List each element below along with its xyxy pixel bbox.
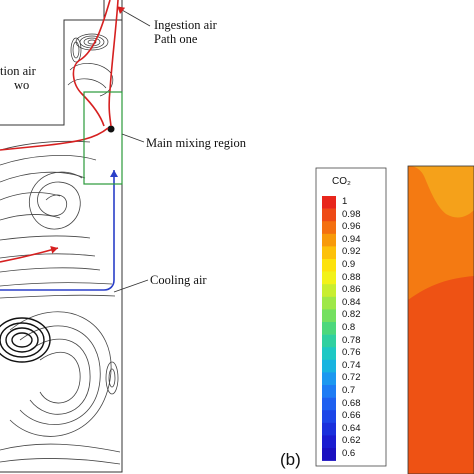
legend-tick-label: 0.66 [342, 410, 361, 422]
legend-tick-label: 0.68 [342, 397, 361, 409]
legend-tick-label: 0.82 [342, 309, 361, 321]
contour-frame [407, 165, 474, 474]
legend-tick-label: 0.98 [342, 208, 361, 220]
legend-tick-label: 0.7 [342, 385, 356, 396]
legend-tick-label: 0.86 [342, 284, 361, 296]
legend-tick-label: 1 [342, 196, 348, 207]
legend-tick-label: 0.6 [342, 448, 356, 459]
ingestion-path-lower [0, 247, 59, 263]
legend-swatch [322, 233, 336, 247]
legend-swatch [322, 196, 336, 209]
legend-swatch [322, 259, 336, 272]
legend-tick-label: 0.62 [342, 435, 361, 447]
legend-swatch [322, 422, 336, 436]
legend-swatch [322, 221, 336, 235]
ingestion-two-line1: tion air [0, 64, 36, 78]
legend-tick-label: 0.9 [342, 259, 356, 270]
contour-top-region [408, 166, 474, 218]
legend-swatch [322, 347, 336, 361]
legend-tick-label: 0.78 [342, 334, 361, 346]
panel-label: (b) [280, 450, 301, 469]
cooling-arrow [110, 170, 118, 177]
legend-swatch [322, 359, 336, 373]
ingestion-path-one [108, 0, 119, 127]
legend-swatch [322, 284, 336, 298]
legend-swatch [322, 246, 336, 260]
legend-tick-label: 0.8 [342, 322, 356, 333]
cooling-air-path [0, 170, 115, 291]
vortex-core [107, 125, 115, 133]
legend-swatch [322, 309, 336, 323]
legend-swatch [322, 372, 336, 386]
main-mixing-box [83, 91, 123, 185]
legend-tick-label: 0.72 [342, 372, 361, 384]
legend-swatch [322, 322, 336, 335]
ingestion-path-two [0, 127, 109, 151]
legend-tick-label: 0.92 [342, 246, 361, 258]
main-mixing-label: Main mixing region [146, 136, 246, 150]
co2-colorbar [322, 196, 336, 461]
dark-recirculation [0, 317, 51, 363]
ingestion-path-one-b [72, 0, 111, 127]
ingestion-one-line2: Path one [154, 32, 198, 46]
ingestion-two-line2: wo [14, 78, 30, 92]
legend-swatch [322, 410, 336, 424]
legend-tick-label: 0.88 [342, 271, 361, 283]
legend-tick-label: 0.76 [342, 347, 361, 359]
ingestion-one-line1: Ingestion air [154, 18, 217, 32]
legend-tick-label: 0.64 [342, 422, 361, 434]
legend-swatch [322, 385, 336, 398]
domain-outline [0, 19, 123, 473]
legend-tick-label: 0.84 [342, 296, 361, 308]
leader-lines [113, 9, 151, 293]
cooling-air-label: Cooling air [150, 273, 207, 287]
legend-tick-label: 0.74 [342, 359, 361, 371]
legend-frame [315, 167, 387, 467]
ingestion-arrow [50, 245, 58, 254]
ingestion-one-label: Ingestion air Path one [154, 18, 217, 46]
legend-swatch [322, 397, 336, 411]
legend-swatch [322, 448, 336, 461]
inlet-arrow [117, 6, 126, 14]
legend-swatch [322, 435, 336, 449]
legend-swatch [322, 208, 336, 222]
legend-swatch [322, 271, 336, 285]
legend-tick-label: 0.96 [342, 221, 361, 233]
streamlines [0, 140, 121, 465]
ingestion-two-label: tion air wo [0, 64, 36, 92]
legend-tick-label: 0.94 [342, 233, 361, 245]
co2-contour-panel [407, 165, 474, 474]
legend-swatch [322, 334, 336, 348]
legend-swatch [322, 296, 336, 310]
legend-title: CO₂ [332, 176, 351, 187]
